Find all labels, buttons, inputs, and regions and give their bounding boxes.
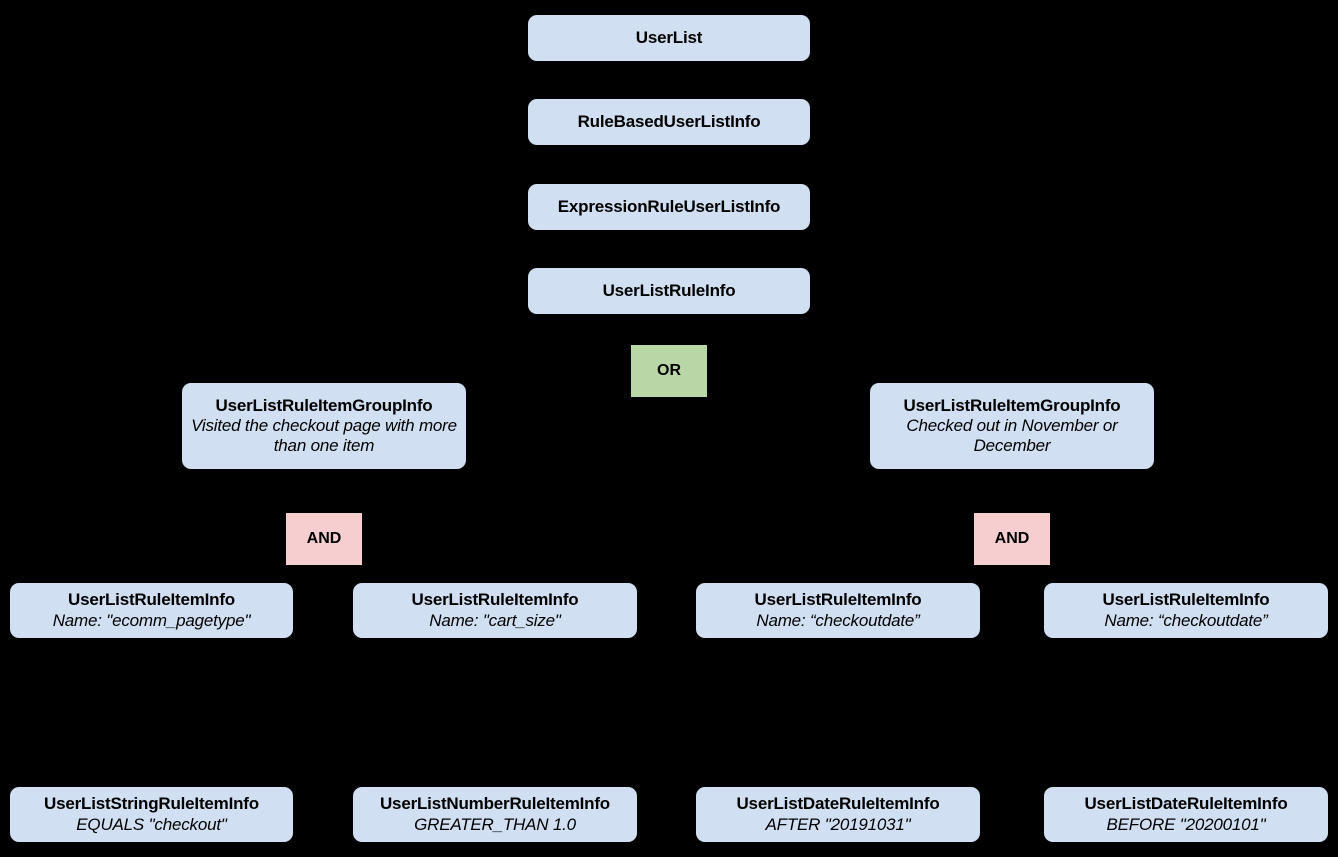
operator-op-and-left[interactable]: AND [286,513,362,565]
operator-op-or[interactable]: OR [631,345,707,397]
node-subtitle: EQUALS "checkout" [76,814,227,834]
node-title: UserListRuleItemInfo [411,590,579,610]
node-subtitle: BEFORE "20200101" [1106,814,1266,834]
node-title: UserListRuleItemInfo [1102,590,1270,610]
node-title: UserListRuleInfo [602,280,736,300]
node-subtitle: GREATER_THAN 1.0 [414,814,576,834]
node-userlistruleinfo[interactable]: UserListRuleInfo [528,268,810,314]
node-title: UserListRuleItemInfo [754,590,922,610]
node-subtitle: Name: “checkoutdate” [756,610,920,630]
node-title: UserList [635,27,703,47]
node-subtitle: Visited the checkout page with more than… [191,415,457,456]
node-subtitle: Name: “checkoutdate” [1104,610,1268,630]
node-subtitle: Name: "ecomm_pagetype" [52,610,251,630]
node-subtitle: Name: "cart_size" [429,610,561,630]
node-title: UserListRuleItemGroupInfo [215,395,433,415]
node-title: UserListRuleItemInfo [68,590,235,610]
node-rulebased[interactable]: RuleBasedUserListInfo [528,99,810,145]
operator-op-and-right[interactable]: AND [974,513,1050,565]
node-title: ExpressionRuleUserListInfo [557,196,781,216]
node-title: UserListNumberRuleItemInfo [379,794,610,814]
node-subtitle: AFTER "20191031" [765,814,911,834]
node-title: UserListStringRuleItemInfo [44,794,259,814]
node-title: UserListDateRuleItemInfo [736,794,940,814]
node-title: RuleBasedUserListInfo [577,111,761,131]
node-userlist[interactable]: UserList [528,15,810,61]
node-title: UserListDateRuleItemInfo [1084,794,1288,814]
node-expressionrule[interactable]: ExpressionRuleUserListInfo [528,184,810,230]
node-subtitle: Checked out in November or December [906,415,1118,456]
node-title: UserListRuleItemGroupInfo [903,395,1121,415]
